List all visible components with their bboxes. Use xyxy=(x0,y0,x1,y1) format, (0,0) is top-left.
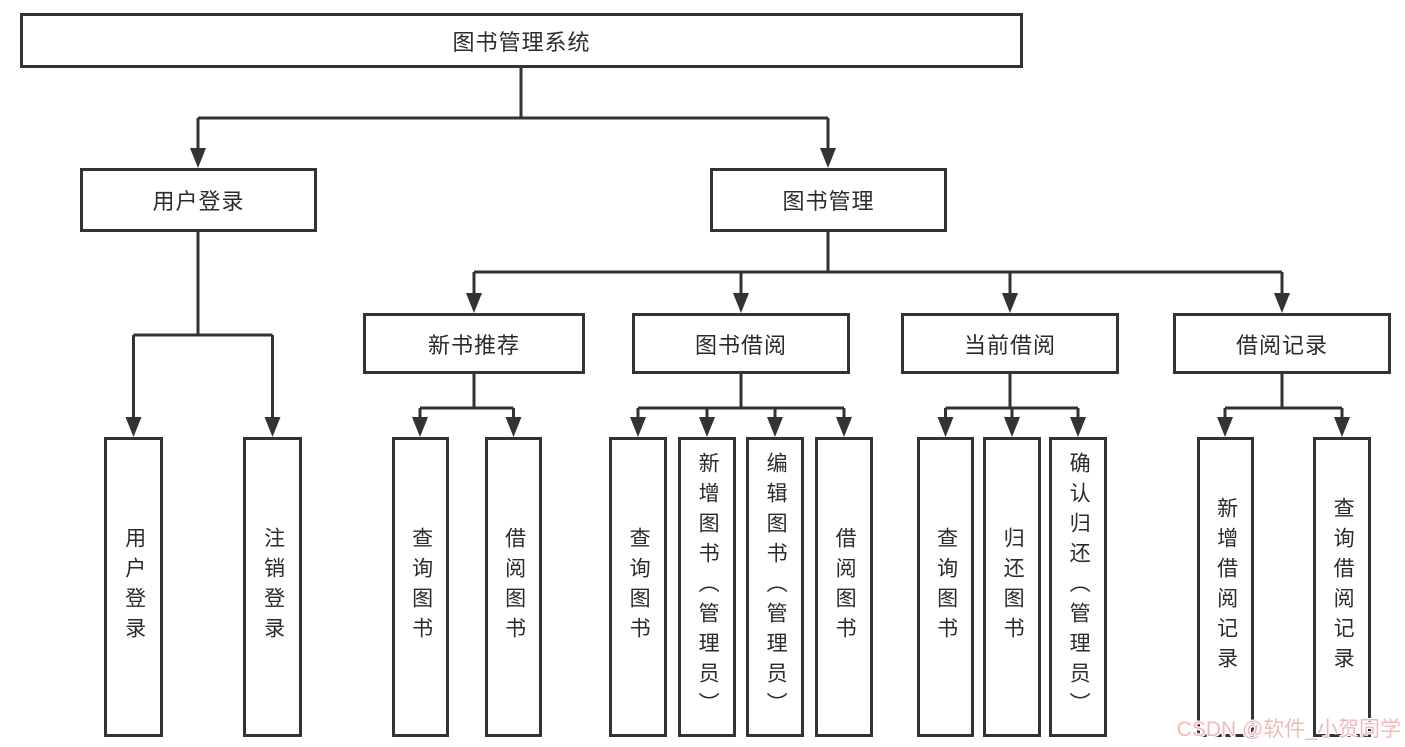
node-current-borrow: 当前借阅 xyxy=(901,313,1119,374)
leaf-user-login: 用户登录 xyxy=(104,437,163,737)
leaf-label: 用户登录 xyxy=(122,527,146,647)
leaf-add-book-admin: 新增图书（管理员） xyxy=(678,437,736,737)
leaf-query-books-current: 查询图书 xyxy=(917,437,974,737)
connector-path xyxy=(132,68,1344,419)
leaf-add-borrow-record: 新增借阅记录 xyxy=(1197,437,1254,737)
arrowheads xyxy=(125,148,1350,437)
leaf-return-book: 归还图书 xyxy=(983,437,1041,737)
leaf-confirm-return-admin: 确认归还（管理员） xyxy=(1049,437,1107,737)
leaf-label: 新增图书（管理员） xyxy=(696,452,720,722)
leaf-query-books-recommend: 查询图书 xyxy=(392,437,449,737)
leaf-label: 确认归还（管理员） xyxy=(1067,452,1091,722)
node-root: 图书管理系统 xyxy=(20,13,1023,68)
leaf-logout: 注销登录 xyxy=(243,437,302,737)
leaf-label: 编辑图书（管理员） xyxy=(764,452,788,722)
leaf-query-books-borrow: 查询图书 xyxy=(609,437,667,737)
leaf-borrow-books: 借阅图书 xyxy=(815,437,873,737)
node-new-book-recommend: 新书推荐 xyxy=(363,313,585,374)
leaf-label: 新增借阅记录 xyxy=(1214,497,1238,677)
node-user-login: 用户登录 xyxy=(80,168,317,232)
leaf-label: 查询借阅记录 xyxy=(1331,497,1355,677)
leaf-label: 借阅图书 xyxy=(502,527,526,647)
leaf-label: 查询图书 xyxy=(627,527,651,647)
leaf-borrow-books-recommend: 借阅图书 xyxy=(485,437,542,737)
node-borrow-records: 借阅记录 xyxy=(1173,313,1391,374)
node-book-borrow: 图书借阅 xyxy=(632,313,850,374)
watermark: CSDN @软件_小贺同学 xyxy=(1176,718,1401,741)
node-book-management: 图书管理 xyxy=(710,168,947,232)
leaf-label: 查询图书 xyxy=(934,527,958,647)
leaf-label: 归还图书 xyxy=(1001,527,1025,647)
leaf-label: 查询图书 xyxy=(409,527,433,647)
leaf-label: 注销登录 xyxy=(261,527,285,647)
leaf-edit-book-admin: 编辑图书（管理员） xyxy=(746,437,804,737)
leaf-query-borrow-record: 查询借阅记录 xyxy=(1313,437,1371,737)
leaf-label: 借阅图书 xyxy=(833,527,857,647)
